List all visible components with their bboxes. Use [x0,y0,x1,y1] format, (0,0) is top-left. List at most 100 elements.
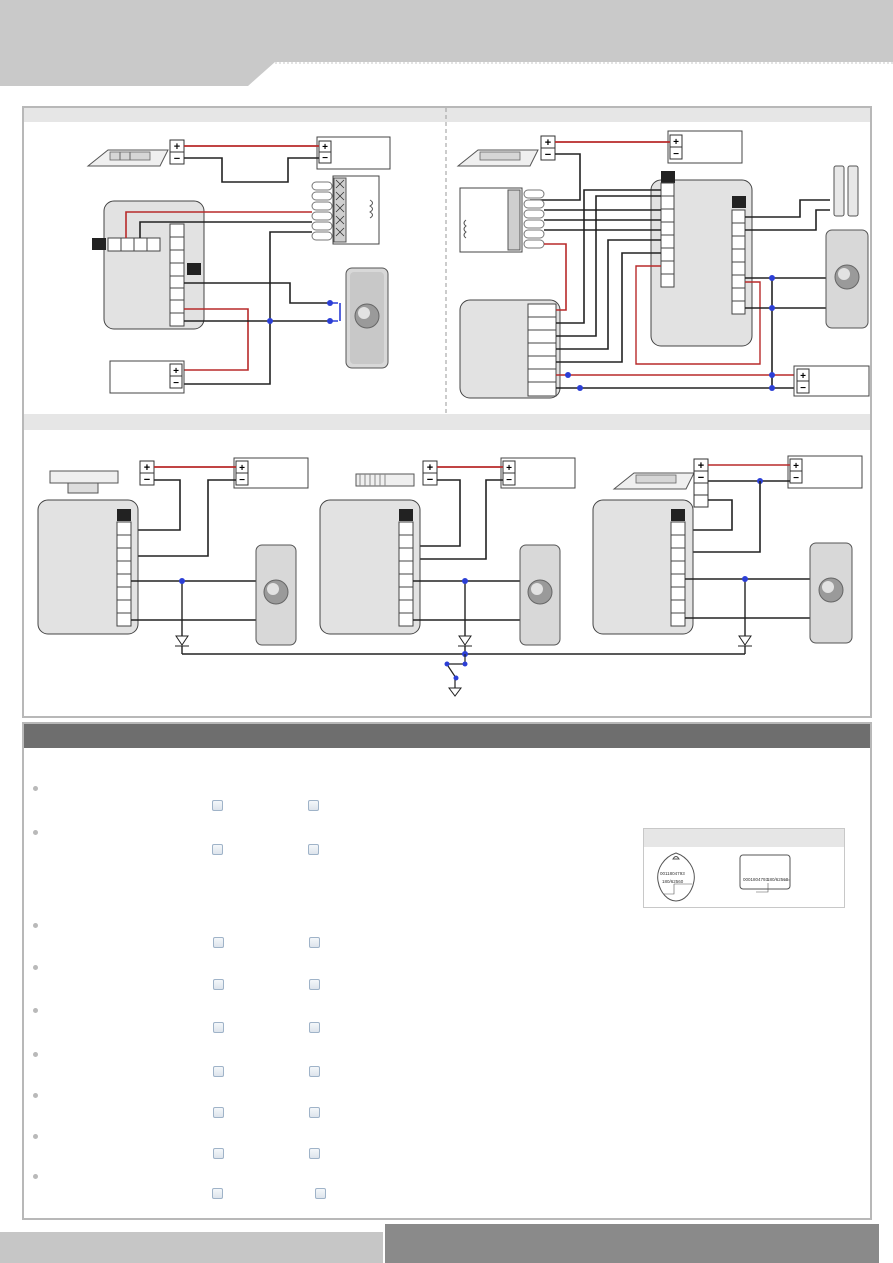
option-checkbox[interactable] [213,1066,224,1077]
question-row [0,830,893,870]
option-checkbox[interactable] [213,937,224,948]
option-checkbox[interactable] [309,1107,320,1118]
bullet [33,830,38,835]
wiring-diagrams: + − + − [24,108,870,697]
svg-text:−: − [144,474,150,486]
power-supply-box: + − [109,360,185,394]
svg-text:+: + [322,142,328,153]
svg-text:+: + [800,371,806,382]
diode-icon [175,635,189,647]
svg-text:−: − [173,378,179,389]
exit-button-icon [255,544,297,646]
svg-text:+: + [427,462,433,474]
option-checkbox[interactable] [213,979,224,990]
footer-left-bar [0,1232,383,1263]
option-checkbox[interactable] [212,800,223,811]
electric-strike-lock-icon [612,472,695,490]
card-illustration-graphic: 0011804793 180/62560 0001804793 180/6256… [657,852,791,902]
diagram-1: + − + − [86,136,391,394]
card-code: 180/62560 [767,877,789,882]
exit-button-icon [519,544,561,646]
power-supply-box: + − [793,365,870,397]
terminal-plus: + [174,141,180,153]
option-checkbox[interactable] [309,979,320,990]
option-checkbox[interactable] [213,1107,224,1118]
relay-module-icon [459,187,545,253]
terminal-minus: − [174,153,180,165]
question-row [0,1008,893,1048]
relay-module-icon [311,175,380,245]
bullet [33,1093,38,1098]
electric-strike-lock-icon [86,149,169,167]
option-checkbox[interactable] [309,1022,320,1033]
bullet [33,923,38,928]
bullet [33,1134,38,1139]
question-row [0,1093,893,1133]
option-checkbox[interactable] [309,1148,320,1159]
svg-text:−: − [800,383,806,394]
svg-text:−: − [322,153,328,164]
svg-text:+: + [144,462,150,474]
option-checkbox[interactable] [213,1022,224,1033]
bullet [33,1008,38,1013]
controller [650,171,753,347]
diagram-4: + − + − [319,457,576,647]
electric-strike-lock-icon [456,149,539,167]
svg-text:−: − [673,149,679,160]
magnetic-lock-icon [355,473,415,487]
question-row [0,1052,893,1092]
option-checkbox[interactable] [308,800,319,811]
svg-text:+: + [545,137,551,149]
svg-text:−: − [793,473,799,484]
bullet [33,1052,38,1057]
power-supply-box: + − [667,130,743,164]
question-row [0,1174,893,1214]
question-row [0,965,893,1005]
svg-text:+: + [673,137,679,148]
option-checkbox[interactable] [315,1188,326,1199]
diagram-5: + − + − [592,455,863,647]
card-number: 0001804793 [743,877,769,882]
fob-code: 180/62560 [662,879,684,884]
option-checkbox[interactable] [308,844,319,855]
svg-text:+: + [698,460,704,472]
id-card-icon [739,854,791,890]
exit-button-icon [345,267,389,369]
diode-icon [738,635,752,647]
key-fob-icon [657,852,695,902]
question-row [0,923,893,963]
option-checkbox[interactable] [309,937,320,948]
svg-text:−: − [427,474,433,486]
header-bar [0,0,893,86]
svg-text:+: + [173,366,179,377]
svg-text:+: + [239,463,245,474]
bullet [33,786,38,791]
card-illustration-header [644,829,844,847]
questions-panel [22,722,872,1220]
svg-text:+: + [793,461,799,472]
question-row [0,1134,893,1174]
magnetic-lock-icon [833,165,859,217]
svg-text:−: − [698,472,704,484]
power-supply-box: + − [316,136,391,170]
option-checkbox[interactable] [212,844,223,855]
electric-strike-lock-icon [49,470,119,494]
option-checkbox[interactable] [309,1066,320,1077]
svg-text:−: − [239,475,245,486]
diagram-3: + − + − [37,457,309,647]
fob-number: 0011804793 [660,871,685,876]
diode-icon [458,635,472,647]
controller-secondary [459,299,561,399]
svg-text:+: + [506,463,512,474]
option-checkbox[interactable] [213,1148,224,1159]
svg-text:−: − [506,475,512,486]
ground-icon [448,680,462,697]
exit-button-icon [825,229,869,329]
questions-title-bar [24,724,870,748]
bullet [33,965,38,970]
exit-button-icon [809,542,853,644]
footer-right-bar [385,1224,879,1263]
controller [92,200,205,330]
switch-icon [444,651,468,681]
option-checkbox[interactable] [212,1188,223,1199]
